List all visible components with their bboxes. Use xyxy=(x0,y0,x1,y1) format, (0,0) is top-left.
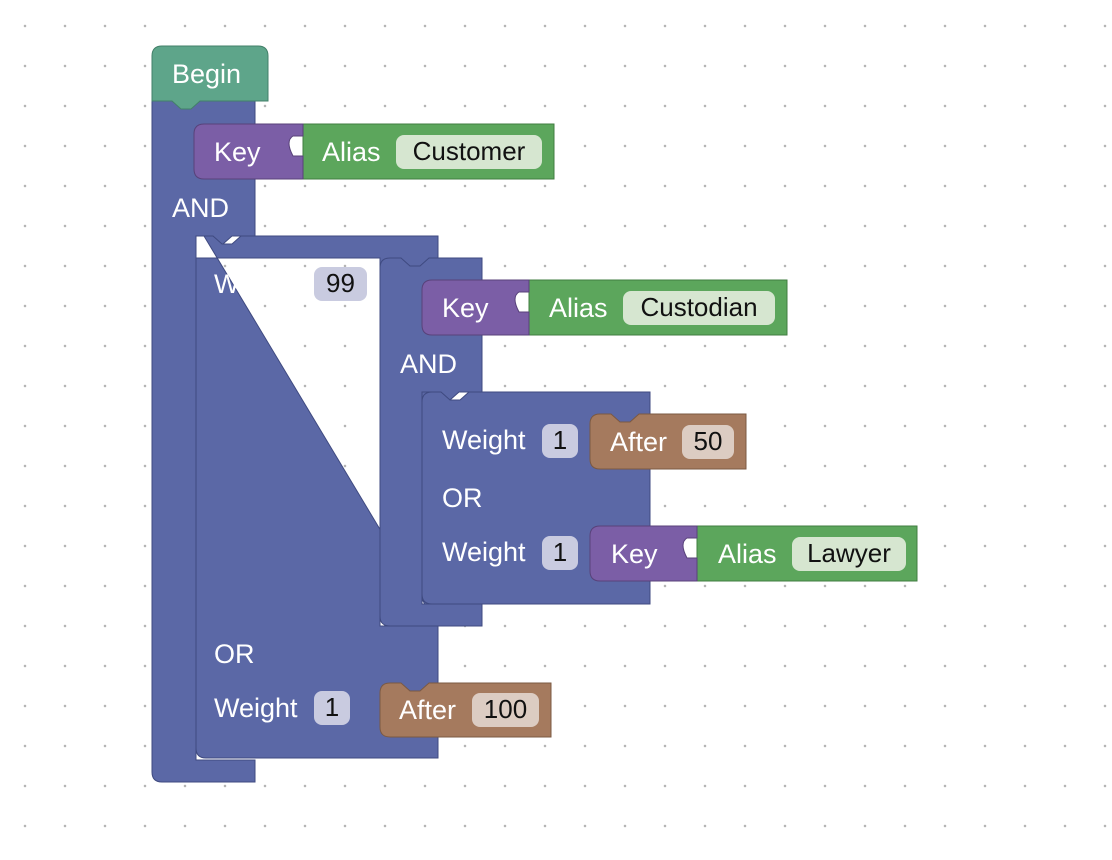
weight-label: Weight xyxy=(214,269,298,299)
weight-label: Weight xyxy=(214,693,298,723)
alias-label: Alias xyxy=(549,293,608,323)
alias-field-customer[interactable]: Customer xyxy=(396,135,542,169)
begin-label: Begin xyxy=(172,59,242,89)
begin-hat-block[interactable] xyxy=(151,45,269,110)
and-label: AND xyxy=(172,193,230,223)
after-label: After xyxy=(610,427,668,457)
key-label: Key xyxy=(611,539,658,569)
weight-label: Weight xyxy=(442,425,526,455)
weight-label: Weight xyxy=(442,537,526,567)
after-field-50[interactable]: 50 xyxy=(682,425,734,459)
alias-label: Alias xyxy=(718,539,777,569)
and-label: AND xyxy=(400,349,458,379)
key-block-lawyer[interactable] xyxy=(589,525,698,582)
after-field-100[interactable]: 100 xyxy=(472,693,539,727)
key-label: Key xyxy=(214,137,261,167)
weight-field-99[interactable]: 99 xyxy=(314,267,367,301)
key-label: Key xyxy=(442,293,489,323)
weight-field-1[interactable]: 1 xyxy=(542,424,578,458)
alias-label: Alias xyxy=(322,137,381,167)
weight-field-1[interactable]: 1 xyxy=(314,691,350,725)
weight-field-1[interactable]: 1 xyxy=(542,536,578,570)
alias-field-custodian[interactable]: Custodian xyxy=(623,291,775,325)
or-label: OR xyxy=(442,483,483,513)
or-label: OR xyxy=(214,639,255,669)
key-block-custodian[interactable] xyxy=(421,279,530,336)
alias-field-lawyer[interactable]: Lawyer xyxy=(792,537,906,571)
outer-or-block[interactable] xyxy=(195,235,439,759)
key-block-customer[interactable] xyxy=(193,123,304,180)
after-label: After xyxy=(399,695,457,725)
